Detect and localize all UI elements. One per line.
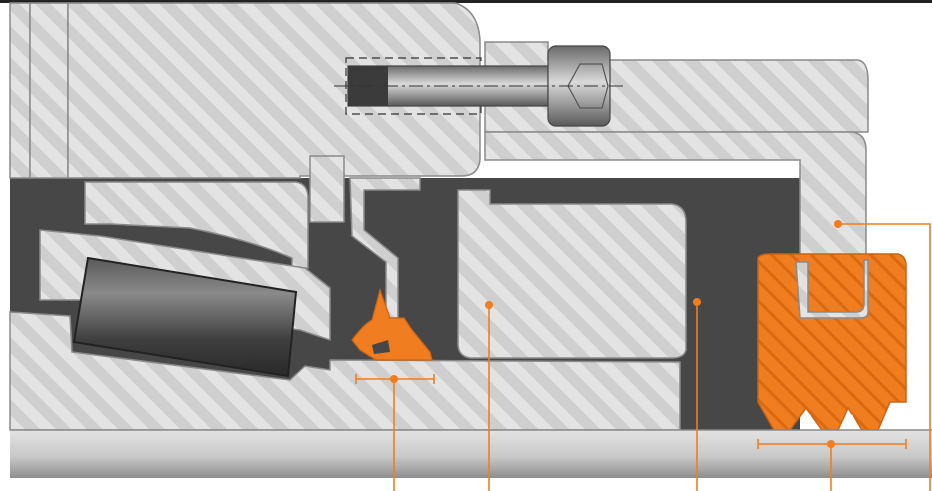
left-frame-bar: [9, 2, 31, 179]
callout-cover-flange: [834, 220, 931, 491]
callout-dot: [693, 298, 701, 306]
top-border-line: [0, 0, 932, 3]
orange-lip-seal: [351, 287, 433, 361]
middle-ring: [457, 189, 687, 359]
callout-leader: [838, 223, 931, 491]
cap-screw: [334, 45, 626, 127]
callout-grease-cavity: [693, 298, 701, 491]
callout-dot: [485, 301, 493, 309]
spacer-block: [309, 155, 345, 223]
v-ring-lips: [800, 414, 860, 430]
callout-lip-seal: [355, 374, 435, 491]
seal-carrier: [349, 177, 421, 319]
callout-dot: [390, 375, 398, 383]
callout-dot: [834, 220, 842, 228]
callout-housing-ring: [485, 301, 493, 491]
callout-dot: [827, 440, 835, 448]
top-housing: [67, 2, 481, 179]
tapered-roller: [72, 256, 298, 378]
left-frame-bar-inner: [29, 2, 69, 179]
outer-race: [84, 181, 309, 269]
v-ring-seal: [757, 253, 907, 431]
v-ring-pocket: [795, 259, 869, 319]
callout-v-ring-contact: [757, 439, 907, 491]
callout-layer: [355, 220, 931, 491]
shaft: [10, 430, 932, 478]
orange-lip-seal-gap: [372, 340, 390, 354]
